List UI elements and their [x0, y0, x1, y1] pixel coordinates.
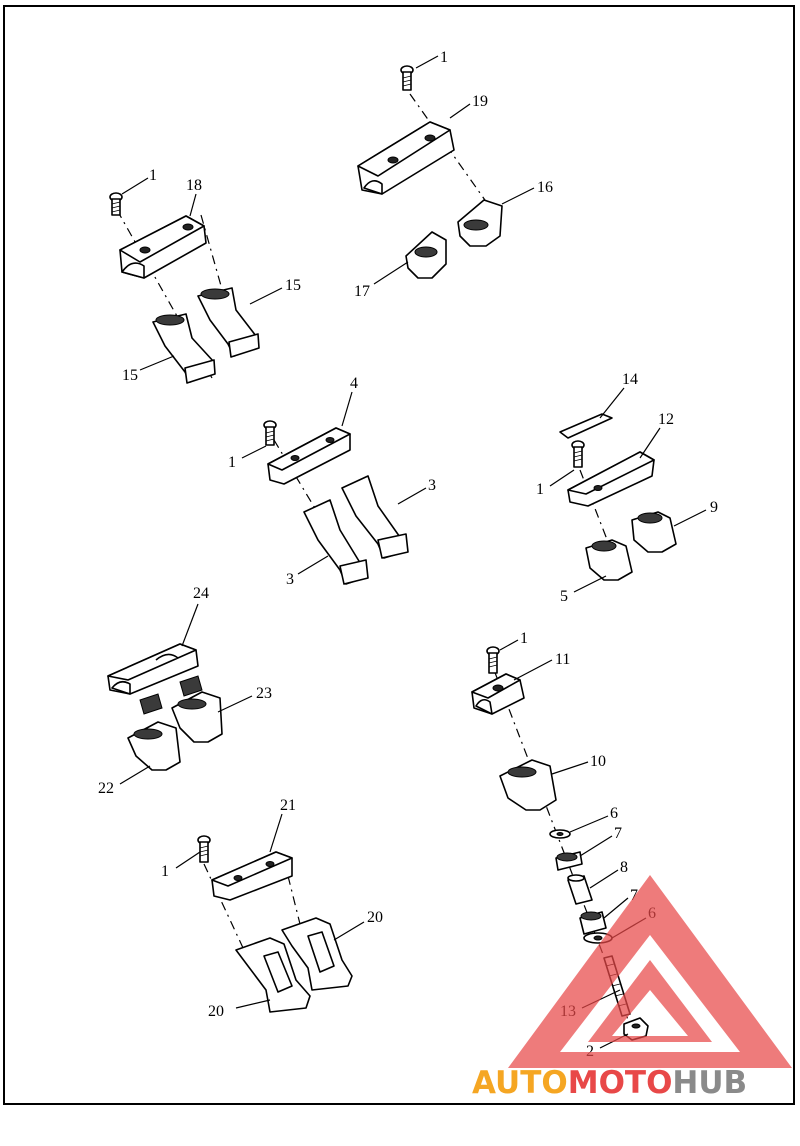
riser-20-left — [235, 937, 311, 1013]
riser-16 — [457, 199, 503, 247]
watermark-logo: AUTOMOTOHUB — [472, 875, 792, 1101]
clamp-24 — [107, 643, 199, 695]
callout-labels: 1 19 16 17 1 18 15 15 4 1 3 3 14 12 1 9 … — [98, 49, 718, 1060]
callout-1-clamp18: 1 — [149, 167, 157, 184]
callout-18: 18 — [186, 177, 202, 194]
clamp-4 — [267, 427, 351, 485]
callout-8: 8 — [620, 859, 628, 876]
callout-11: 11 — [555, 651, 570, 668]
watermark-text: AUTOMOTOHUB — [472, 1065, 747, 1101]
bushing-7-b — [579, 911, 607, 935]
callout-7-top: 7 — [614, 825, 622, 842]
callout-1-clamp11: 1 — [520, 630, 528, 647]
screw-1-c — [263, 420, 277, 446]
screw-1-f — [486, 646, 500, 674]
riser-23 — [171, 691, 223, 743]
watermark-moto: MOTO — [568, 1065, 673, 1101]
callout-21: 21 — [280, 797, 296, 814]
callout-20-right: 20 — [367, 909, 383, 926]
washer-6-a — [549, 829, 571, 839]
callout-2: 2 — [586, 1043, 594, 1060]
clamp-19 — [357, 121, 455, 195]
riser-10 — [499, 759, 557, 811]
riser-group-19 — [357, 65, 503, 279]
riser-15-right — [197, 287, 260, 358]
callout-23: 23 — [256, 685, 272, 702]
riser-20-right — [281, 917, 353, 991]
riser-group-12 — [559, 413, 677, 581]
bushing-7-a — [555, 851, 583, 871]
callout-7-bottom: 7 — [630, 887, 638, 904]
callout-3-right: 3 — [428, 477, 436, 494]
callout-12: 12 — [658, 411, 674, 428]
clamp-21 — [211, 851, 293, 901]
riser-group-21 — [197, 835, 353, 1013]
watermark-hub: HUB — [672, 1065, 747, 1101]
callout-1-clamp21: 1 — [161, 863, 169, 880]
riser-3-right — [341, 475, 409, 559]
callout-10: 10 — [590, 753, 606, 770]
callout-9: 9 — [710, 499, 718, 516]
callout-1-clamp4: 1 — [228, 454, 236, 471]
callout-14: 14 — [622, 371, 638, 388]
riser-17 — [405, 231, 447, 279]
watermark-triangle-icon — [508, 875, 792, 1068]
riser-group-24 — [107, 643, 223, 771]
screw-1-a — [109, 192, 123, 216]
bushing-right — [179, 675, 203, 697]
cover-14 — [559, 413, 613, 439]
riser-3-left — [303, 499, 369, 585]
clamp-11 — [471, 673, 525, 715]
callout-15-left: 15 — [122, 367, 138, 384]
screw-1-b — [400, 65, 414, 91]
riser-22 — [127, 721, 181, 771]
callout-24: 24 — [193, 585, 209, 602]
callout-5: 5 — [560, 588, 568, 605]
riser-group-11 — [471, 646, 649, 1041]
riser-9 — [631, 511, 677, 553]
sleeve-8 — [567, 874, 593, 905]
clamp-12 — [567, 451, 655, 507]
callout-22: 22 — [98, 780, 114, 797]
riser-group-4 — [263, 420, 409, 585]
callout-16: 16 — [537, 179, 553, 196]
bushing-left — [139, 693, 163, 715]
callout-19: 19 — [472, 93, 488, 110]
callout-4: 4 — [350, 375, 358, 392]
callout-1-top: 1 — [440, 49, 448, 66]
diagram-frame — [3, 5, 795, 1105]
riser-group-18 — [109, 192, 260, 384]
clamp-18 — [119, 215, 207, 279]
callout-17: 17 — [354, 283, 370, 300]
riser-5 — [585, 539, 633, 581]
screw-1-e — [197, 835, 211, 863]
watermark-auto: AUTO — [472, 1065, 568, 1101]
callout-1-clamp12: 1 — [536, 481, 544, 498]
callout-6-top: 6 — [610, 805, 618, 822]
callout-15-right: 15 — [285, 277, 301, 294]
riser-15-left — [152, 313, 216, 384]
screw-1-d — [571, 440, 585, 468]
callout-3-left: 3 — [286, 571, 294, 588]
callout-20-left: 20 — [208, 1003, 224, 1020]
